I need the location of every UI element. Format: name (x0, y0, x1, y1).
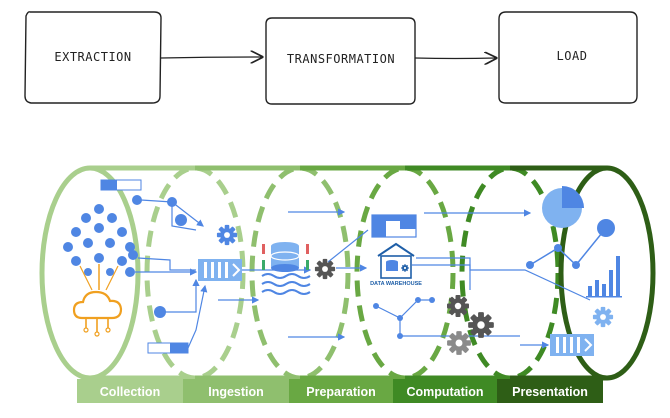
gear-icon (216, 224, 238, 246)
ingestion-node (175, 214, 187, 226)
presentation-cylinder (510, 165, 656, 381)
ingestion-cylinder (195, 165, 351, 381)
arrow-extraction-to-transformation (160, 57, 262, 58)
stage-label-presentation: Presentation (512, 385, 588, 399)
computation-node (429, 297, 435, 303)
queue-icon (198, 259, 242, 281)
stage-labels: Collection Ingestion Preparation Computa… (77, 379, 603, 403)
bar-chart-icon (586, 256, 622, 298)
stage-label-preparation: Preparation (306, 385, 375, 399)
etl-flow: EXTRACTION TRANSFORMATION LOAD (24, 11, 638, 105)
stage-label-computation: Computation (406, 385, 483, 399)
presentation-contents (520, 186, 622, 356)
computation-contents: DATA WAREHOUSE (370, 209, 591, 355)
stage-label-ingestion: Ingestion (208, 385, 264, 399)
extraction-label: EXTRACTION (54, 50, 131, 64)
stage-label-collection: Collection (100, 385, 160, 399)
gear-icon (447, 295, 469, 317)
collection-contents (63, 179, 189, 354)
extraction-box: EXTRACTION (24, 11, 162, 104)
output-queue-icon (550, 334, 594, 356)
stage-tab-ingestion: Ingestion (183, 379, 289, 403)
ingestion-node (167, 197, 177, 207)
cloud-icon (72, 290, 123, 337)
table-icon (371, 214, 417, 238)
gear-icon (468, 312, 494, 338)
pie-chart-icon (542, 186, 584, 228)
gear-icon (314, 258, 336, 280)
load-box: LOAD (498, 11, 638, 104)
computation-cylinder (405, 165, 561, 381)
transformation-label: TRANSFORMATION (287, 52, 395, 66)
stage-tab-computation: Computation (393, 379, 497, 403)
pipeline-cylinders (39, 165, 656, 381)
data-warehouse-label: DATA WAREHOUSE (370, 281, 422, 287)
collection-cylinder (39, 165, 246, 381)
computation-node (397, 315, 403, 321)
data-lake-icon (261, 242, 311, 295)
ingestion-contents (135, 197, 260, 349)
preparation-contents (242, 208, 369, 341)
stage-tab-preparation: Preparation (289, 379, 393, 403)
computation-node (373, 303, 379, 309)
stage-tab-presentation: Presentation (497, 379, 603, 403)
device-icons-cluster (63, 204, 135, 291)
transformation-box: TRANSFORMATION (265, 17, 416, 105)
collection-nodes (100, 179, 189, 354)
stage-tab-collection: Collection (77, 379, 183, 403)
computation-node (397, 333, 403, 339)
load-label: LOAD (557, 49, 588, 63)
gear-icon (592, 306, 614, 328)
preparation-cylinder (300, 165, 456, 381)
preparation-lines (242, 208, 369, 341)
gear-icon (447, 331, 471, 355)
arrow-transformation-to-load (414, 58, 496, 59)
data-warehouse-icon: DATA WAREHOUSE (370, 242, 422, 287)
computation-node (415, 297, 421, 303)
line-chart-icon (526, 219, 615, 269)
